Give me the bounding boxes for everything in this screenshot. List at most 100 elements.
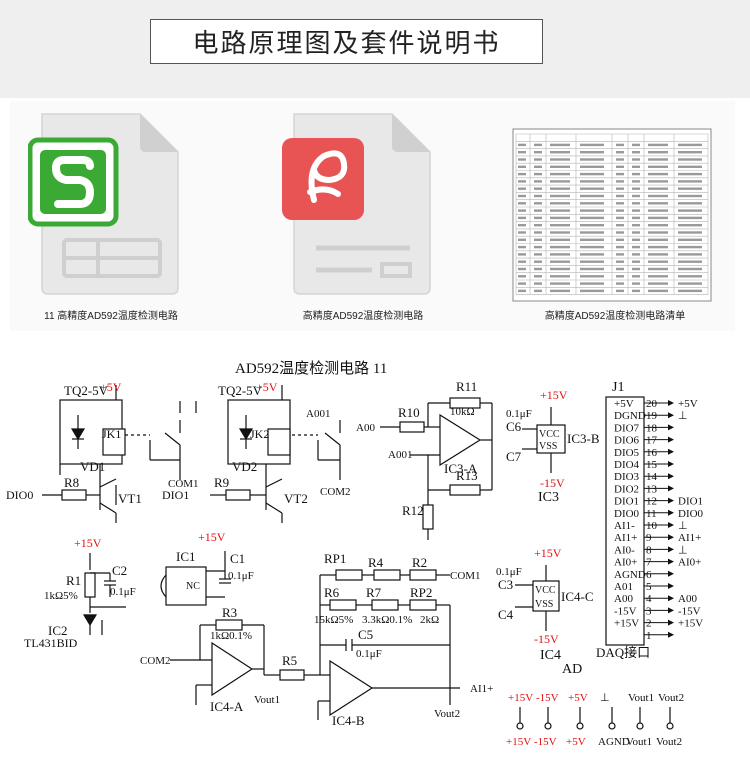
pin-arrow (668, 448, 674, 455)
pin-number: 11 (646, 508, 657, 520)
pin-label: DIO1 (614, 496, 639, 508)
pin-label: +15V (614, 618, 639, 630)
pin-number: 1 (646, 630, 652, 642)
file-name-pdf: 高精度AD592温度检测电路 (302, 311, 424, 322)
terminal-label-bottom: -15V (534, 736, 557, 748)
pin-number: 7 (646, 557, 652, 569)
label-ad: AD (562, 662, 582, 677)
label-tq1: TQ2-5V (64, 383, 109, 398)
pin-arrow (668, 412, 674, 419)
pin-label: DIO7 (614, 422, 640, 434)
pin-out-label: DIO0 (678, 508, 704, 520)
label-r11-val: 10kΩ (450, 406, 475, 418)
label-nc: NC (186, 581, 200, 592)
pin-label: DIO6 (614, 435, 640, 447)
label-rp1: RP1 (324, 551, 346, 566)
pin-number: 18 (646, 422, 658, 434)
pin-out-label: DIO1 (678, 496, 703, 508)
pin-label: DIO0 (614, 508, 640, 520)
label-vd1: VD1 (80, 459, 105, 474)
pin-arrow (668, 424, 674, 431)
pin-label: DIO2 (614, 483, 639, 495)
label-c4: C4 (498, 607, 514, 622)
label-rp2-val: 2kΩ (420, 614, 439, 626)
file-item-image[interactable] (512, 128, 712, 303)
label-ic4a: IC4-A (210, 699, 244, 714)
label-r13: R13 (456, 468, 478, 483)
pin-arrow (668, 546, 674, 553)
label-r12: R12 (402, 503, 424, 518)
label-r7: R7 (366, 585, 382, 600)
file-name-image: 高精度AD592温度检测电路清单 (544, 311, 686, 322)
pdf-file-icon (282, 113, 431, 295)
terminal-label-top: Vout2 (658, 692, 684, 704)
terminal-label-top: +15V (508, 692, 533, 704)
label-r10: R10 (398, 405, 420, 420)
label-r5: R5 (282, 653, 297, 668)
pin-label: +5V (614, 398, 634, 410)
label-c6-val: 0.1μF (506, 408, 532, 420)
pin-number: 19 (646, 410, 658, 422)
label-m15v-ic3: -15V (540, 476, 565, 490)
pin-label: AI0- (614, 544, 635, 556)
label-vout2: Vout2 (434, 708, 460, 720)
label-com1: COM1 (168, 478, 199, 490)
circuit-labels: AD592温度检测电路 11 TQ2-5V +5V JK1 VD1 VT1 R8… (6, 360, 650, 728)
label-p15v-ic3: +15V (540, 388, 568, 402)
label-r3-val: 1kΩ0.1% (210, 630, 252, 642)
label-ic2: IC2 (48, 623, 68, 638)
label-vt1: VT1 (118, 491, 142, 506)
label-p15v-ic2: +15V (74, 536, 102, 550)
label-c2-val: 0.1μF (110, 586, 136, 598)
pin-number: 2 (646, 618, 652, 630)
wires (42, 385, 671, 723)
pin-arrow (668, 473, 674, 480)
file-item-pdf[interactable] (280, 108, 440, 318)
label-c5-val: 0.1μF (356, 648, 382, 660)
label-a001-b: A001 (388, 449, 412, 461)
label-com1-b: COM1 (450, 570, 481, 582)
pin-arrow (668, 534, 674, 541)
label-p5v-2: +5V (256, 380, 278, 394)
pin-arrow (668, 522, 674, 528)
pin-label: AGND (614, 569, 646, 581)
label-vd2: VD2 (232, 459, 257, 474)
label-dio0-out: DIO0 (6, 488, 33, 502)
label-ic4c: IC4-C (561, 589, 594, 604)
pin-label: DIO4 (614, 459, 640, 471)
label-c7: C7 (506, 449, 522, 464)
label-vcc-3: VCC (539, 429, 560, 440)
pin-number: 4 (646, 593, 652, 605)
spreadsheet-file-icon (27, 113, 179, 295)
pin-number: 17 (646, 435, 658, 447)
pin-number: 14 (646, 471, 658, 483)
pin-out-label: A00 (678, 593, 697, 605)
pin-number: 6 (646, 569, 652, 581)
page-title: 电路原理图及套件说明书 (192, 29, 501, 59)
label-vout1: Vout1 (254, 694, 280, 706)
pin-out-label: +5V (678, 398, 698, 410)
file-item-spreadsheet[interactable] (27, 108, 188, 318)
pin-number: 10 (646, 520, 658, 532)
pin-number: 13 (646, 483, 658, 495)
label-p15v-ic4: +15V (534, 546, 562, 560)
label-ic3: IC3 (538, 490, 559, 505)
label-c6: C6 (506, 419, 522, 434)
label-m15v-ic4: -15V (534, 632, 559, 646)
pin-arrow (668, 607, 674, 614)
pin-arrow (668, 595, 674, 602)
pin-arrow (668, 485, 674, 492)
terminal-label-bottom: Vout1 (626, 736, 652, 748)
pin-label: DGND (614, 410, 646, 422)
label-ic2-part: TL431BID (24, 636, 78, 650)
pin-label: A00 (614, 593, 633, 605)
label-c1-val: 0.1μF (228, 570, 254, 582)
label-ic3b: IC3-B (567, 431, 600, 446)
pin-arrow (668, 461, 674, 467)
label-r4: R4 (368, 555, 384, 570)
pin-out-label: ⊥ (678, 544, 688, 556)
label-ic4: IC4 (540, 648, 561, 663)
